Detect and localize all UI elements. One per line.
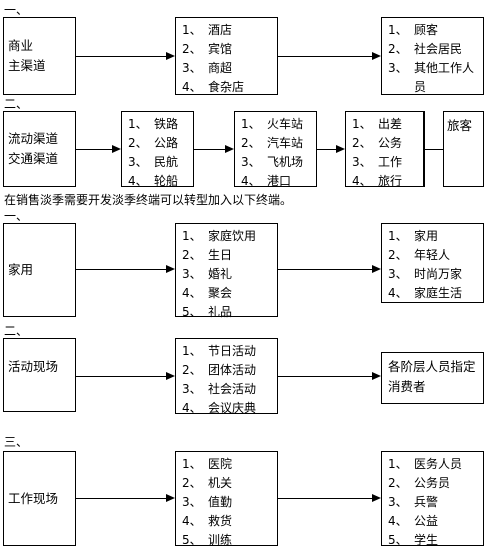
list-item: 1、出差 xyxy=(352,117,403,131)
list-item: 1、铁路 xyxy=(128,117,179,131)
arrow-head xyxy=(166,372,175,380)
list-item: 2、公路 xyxy=(128,136,179,150)
list-box-occasions: 1、家庭饮用 2、生日 3、婚礼 4、聚会 5、礼品 xyxy=(175,223,278,319)
list-box-workplaces: 1、医院 2、机关 3、值勤 4、救货 5、训练 xyxy=(175,451,278,547)
list-item: 1、酒店 xyxy=(182,23,233,37)
list-item: 3、商超 xyxy=(182,61,233,75)
connector-arrow xyxy=(76,149,112,150)
list-item: 2、机关 xyxy=(182,476,233,490)
list-box-purposes: 1、出差 2、公务 3、工作 4、旅行 xyxy=(345,111,424,188)
list-item: 3、兵警 xyxy=(388,495,439,509)
source-line: 活动现场 xyxy=(8,359,59,374)
list-box-venues: 1、酒店 2、宾馆 3、商超 4、食杂店 xyxy=(175,17,278,95)
arrow-head xyxy=(166,265,175,273)
arrow-head xyxy=(336,145,345,153)
arrow-head xyxy=(372,52,381,60)
list-item: 4、港口 xyxy=(241,174,292,188)
arrow-head xyxy=(166,52,175,60)
arrow-head xyxy=(372,372,381,380)
arrow-head xyxy=(166,494,175,502)
list-item: 4、救货 xyxy=(182,514,233,528)
section-1-label: 一、 xyxy=(4,3,29,17)
list-item: 4、轮船 xyxy=(128,174,179,188)
source-line: 交通渠道 xyxy=(8,151,59,166)
connector-arrow xyxy=(278,56,372,57)
note-text: 在销售淡季需要开发淡季终端可以转型加入以下终端。 xyxy=(4,193,293,207)
connector-arrow xyxy=(76,269,166,270)
list-item: 3、飞机场 xyxy=(241,155,304,169)
source-box-household: 家用 xyxy=(3,223,76,317)
list-item: 员 xyxy=(414,80,427,94)
list-item: 4、家庭生活 xyxy=(388,286,463,300)
source-line: 家用 xyxy=(8,262,34,277)
list-item: 3、社会活动 xyxy=(182,382,257,396)
list-item: 2、公务员 xyxy=(388,476,451,490)
list-item: 5、礼品 xyxy=(182,305,233,319)
list-item: 1、家庭饮用 xyxy=(182,229,257,243)
list-item: 2、年轻人 xyxy=(388,248,451,262)
list-item: 3、民航 xyxy=(128,155,179,169)
source-line: 主渠道 xyxy=(8,58,46,73)
section-2-label: 二、 xyxy=(4,97,29,111)
connector-arrow xyxy=(317,149,336,150)
connector-arrow xyxy=(76,498,166,499)
list-item: 4、会议庆典 xyxy=(182,401,257,415)
list-item: 5、学生 xyxy=(388,533,439,547)
source-box-transport: 流动渠道 交通渠道 xyxy=(3,111,76,187)
list-item: 2、社会居民 xyxy=(388,42,463,56)
connector-arrow xyxy=(194,149,225,150)
end-box-consumers: 各阶层人员指定消费者 xyxy=(381,352,484,404)
list-item: 2、公务 xyxy=(352,136,403,150)
list-item: 1、家用 xyxy=(388,229,439,243)
connector-arrow xyxy=(76,376,166,377)
end-box-passengers: 旅客 xyxy=(443,111,484,187)
list-item: 4、旅行 xyxy=(352,174,403,188)
list-item: 2、生日 xyxy=(182,248,233,262)
list-item: 1、医务人员 xyxy=(388,457,463,471)
list-box-workers: 1、医务人员 2、公务员 3、兵警 4、公益 5、学生 xyxy=(381,451,484,547)
list-box-stations: 1、火车站 2、汽车站 3、飞机场 4、港口 xyxy=(234,111,317,188)
arrow-head xyxy=(112,145,121,153)
section-4-label: 二、 xyxy=(4,324,29,338)
list-item: 1、顾客 xyxy=(388,23,439,37)
list-item: 3、工作 xyxy=(352,155,403,169)
source-box-events: 活动现场 xyxy=(3,338,76,412)
source-line: 流动渠道 xyxy=(8,131,59,146)
list-box-customers: 1、顾客 2、社会居民 3、其他工作人 员 xyxy=(381,17,484,95)
arrow-head xyxy=(225,145,234,153)
source-line: 工作现场 xyxy=(8,490,59,506)
source-box-commerce: 商业 主渠道 xyxy=(3,17,76,95)
list-box-activities: 1、节日活动 2、团体活动 3、社会活动 4、会议庆典 xyxy=(175,338,278,415)
source-box-workplace: 工作现场 xyxy=(3,451,76,546)
list-item: 1、火车站 xyxy=(241,117,304,131)
list-item: 3、婚礼 xyxy=(182,267,233,281)
list-item: 3、其他工作人 xyxy=(388,61,475,75)
list-box-routes: 1、铁路 2、公路 3、民航 4、轮船 xyxy=(121,111,194,188)
connector-arrow xyxy=(278,269,372,270)
list-item: 1、医院 xyxy=(182,457,233,471)
list-item: 3、值勤 xyxy=(182,495,233,509)
arrow-head xyxy=(372,494,381,502)
section-3-label: 一、 xyxy=(4,209,29,223)
arrow-head xyxy=(372,265,381,273)
end-text: 各阶层人员指定消费者 xyxy=(388,359,476,394)
list-box-home-users: 1、家用 2、年轻人 3、时尚万家 4、家庭生活 xyxy=(381,223,484,303)
list-item: 2、宾馆 xyxy=(182,42,233,56)
end-text: 旅客 xyxy=(447,118,473,133)
list-item: 5、训练 xyxy=(182,533,233,547)
source-line: 商业 xyxy=(8,38,34,53)
connector-arrow xyxy=(278,498,372,499)
list-item: 2、汽车站 xyxy=(241,136,304,150)
list-item: 4、食杂店 xyxy=(182,80,245,94)
connector-arrow xyxy=(76,56,166,57)
list-item: 3、时尚万家 xyxy=(388,267,463,281)
list-item: 2、团体活动 xyxy=(182,363,257,377)
connector-arrow xyxy=(278,376,372,377)
list-item: 1、节日活动 xyxy=(182,344,257,358)
section-5-label: 三、 xyxy=(4,435,29,449)
connector-line xyxy=(424,149,443,150)
list-item: 4、公益 xyxy=(388,514,439,528)
list-item: 4、聚会 xyxy=(182,286,233,300)
